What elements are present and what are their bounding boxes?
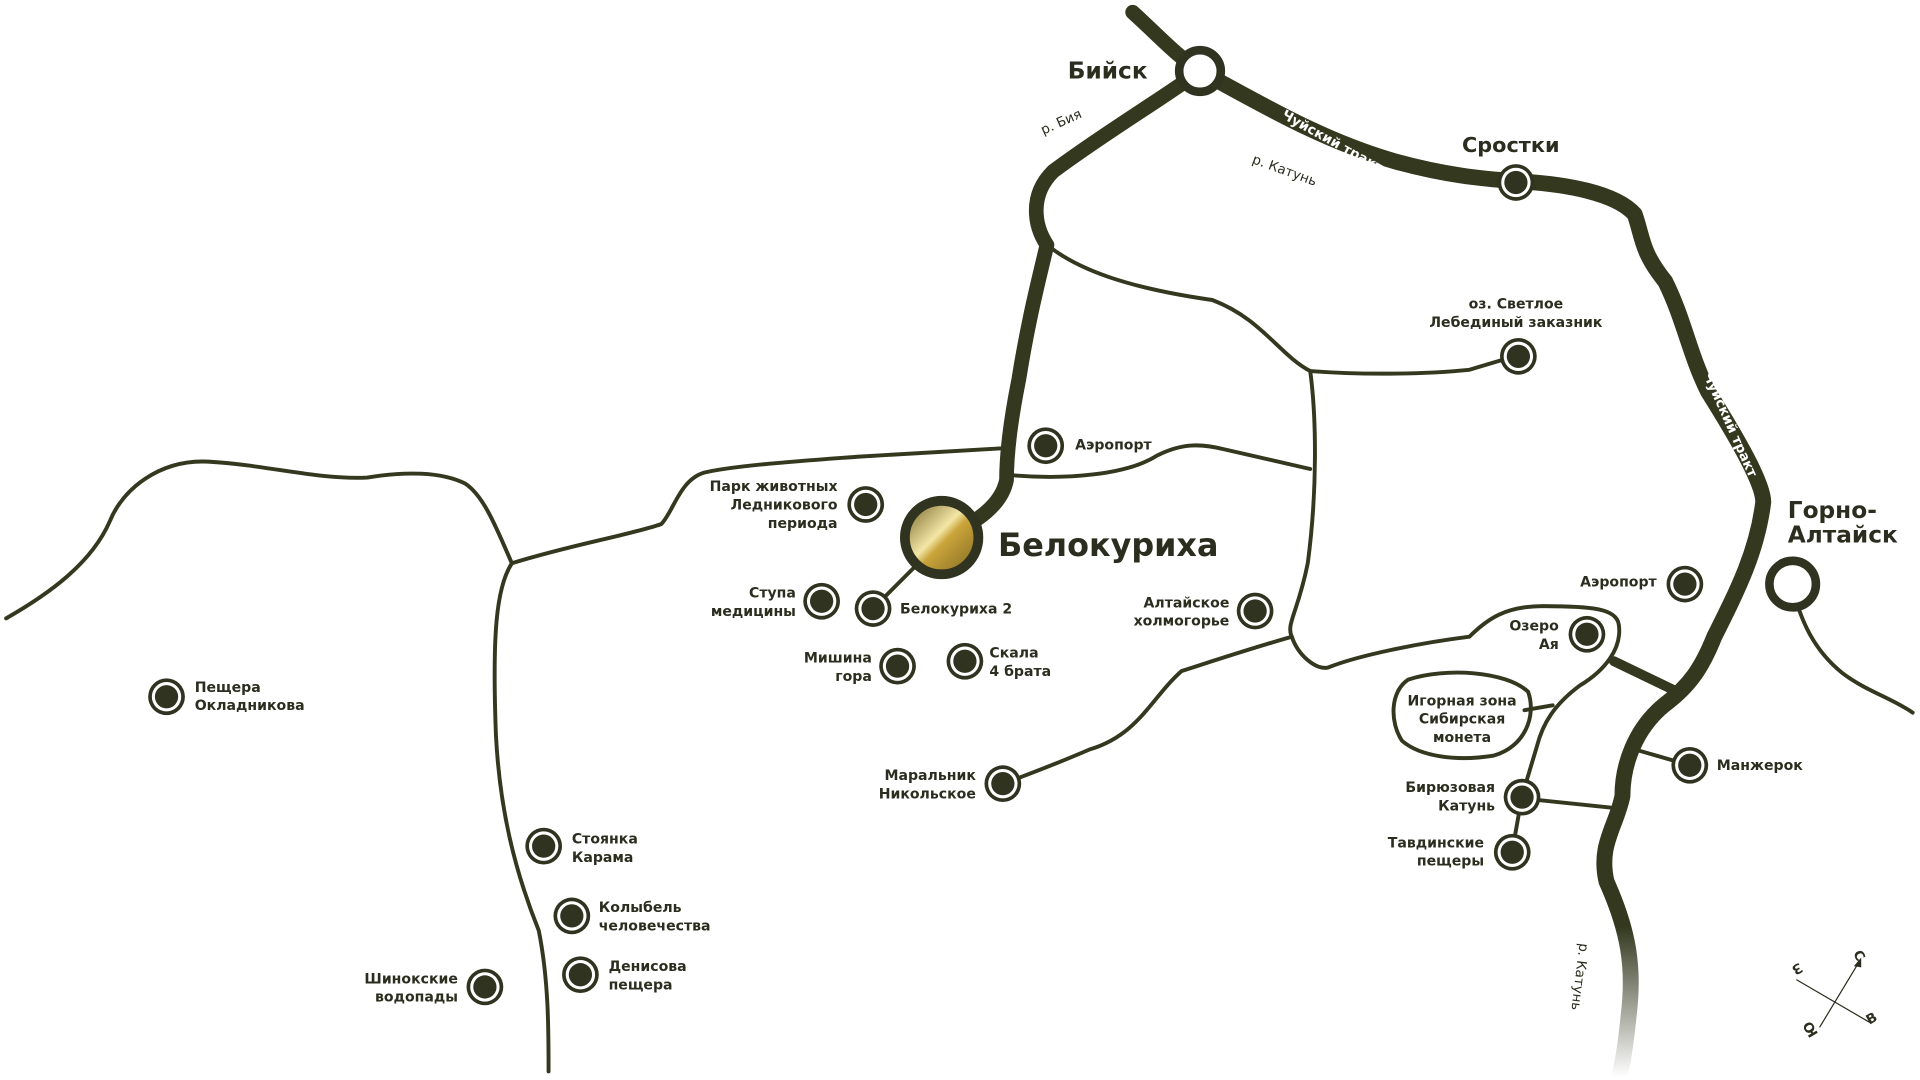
- poi-label: Аэропорт: [1075, 437, 1152, 453]
- poi-maralnik[interactable]: Маральник Никольское: [879, 765, 1022, 802]
- poi-label: Окладникова: [195, 698, 305, 714]
- poi-label: Никольское: [879, 786, 976, 802]
- road-chuysky-tract: [1192, 63, 1772, 1080]
- road-gorno-east: [1789, 582, 1915, 715]
- poi-kolybel[interactable]: Колыбель человечества: [553, 897, 711, 935]
- poi-label: Ая: [1539, 637, 1559, 653]
- poi-label: Лебединый заказник: [1429, 315, 1603, 331]
- poi-manzherok[interactable]: Манжерок: [1671, 746, 1804, 784]
- poi-label: Алтайское: [1144, 595, 1230, 611]
- poi-okladnikov[interactable]: Пещера Окладникова: [148, 678, 305, 716]
- compass: С В Ю З: [1789, 948, 1880, 1039]
- poi-airport-gorno[interactable]: Аэропорт: [1580, 565, 1704, 603]
- road-biysk-belokurikha: [935, 4, 1208, 547]
- poi-label: Скала: [989, 646, 1038, 662]
- poi-label: Стоянка: [572, 832, 638, 848]
- poi-casino[interactable]: Игорная зона Сибирская монета: [1407, 693, 1516, 746]
- poi-label: Катунь: [1438, 799, 1495, 815]
- poi-label: Игорная зона: [1407, 693, 1516, 709]
- road-south-denisova: [492, 561, 551, 1074]
- poi-svetloe[interactable]: оз. Светлое Лебединый заказник: [1429, 297, 1603, 375]
- poi-label: Шинокские: [364, 971, 458, 987]
- city-gorno-altaysk[interactable]: Горно- Алтайск: [1765, 497, 1898, 612]
- poi-label: Аэропорт: [1580, 575, 1657, 591]
- poi-label: Ступа: [749, 586, 796, 602]
- compass-e: В: [1864, 1010, 1880, 1028]
- road-label-chuysky-2: Чуйский тракт: [1700, 370, 1760, 480]
- poi-label: гора: [835, 669, 872, 685]
- poi-label: Белокуриха 2: [900, 601, 1012, 617]
- poi-label: Пещера: [195, 680, 261, 696]
- road-west: [4, 446, 1007, 621]
- poi-label: Колыбель: [599, 900, 682, 916]
- poi-label: Маральник: [884, 768, 976, 784]
- city-label-biysk: Бийск: [1068, 57, 1148, 84]
- poi-label: медицины: [711, 604, 796, 620]
- poi-label: человечества: [599, 919, 711, 935]
- poi-label: холмогорье: [1134, 614, 1230, 630]
- city-belokurikha[interactable]: Белокуриха: [900, 495, 1219, 580]
- poi-label: Денисова: [609, 959, 687, 975]
- city-label-srostki: Сростки: [1462, 133, 1560, 157]
- poi-ozero-aya[interactable]: Озеро Ая: [1509, 615, 1606, 653]
- road-ozero-aya: [1608, 656, 1685, 698]
- road-airport: [1008, 443, 1313, 479]
- city-label-belokurikha: Белокуриха: [998, 526, 1218, 564]
- casino-zone-outline: [1391, 670, 1533, 761]
- roads-minor: [4, 242, 1915, 1074]
- city-label-gorno-1: Горно-: [1788, 497, 1877, 524]
- poi-shinok[interactable]: Шинокские водопады: [364, 968, 504, 1006]
- poi-label: пещеры: [1417, 854, 1484, 870]
- poi-park[interactable]: Парк животных Ледникового периода: [710, 479, 885, 532]
- poi-biryuzovaya[interactable]: Бирюзовая Катунь: [1405, 778, 1541, 816]
- compass-s: Ю: [1801, 1018, 1822, 1039]
- poi-altai-hills[interactable]: Алтайское холмогорье: [1134, 592, 1274, 630]
- road-north-loop: [1044, 242, 1521, 376]
- poi-label: Бирюзовая: [1405, 780, 1495, 796]
- poi-label: Мишина: [804, 650, 872, 666]
- poi-label: оз. Светлое: [1469, 297, 1564, 313]
- road-central: [1288, 369, 1622, 853]
- road-maralnik: [1002, 634, 1294, 786]
- poi-karama[interactable]: Стоянка Карама: [525, 827, 638, 866]
- river-label-biya: р. Бия: [1039, 107, 1085, 138]
- poi-label: пещера: [609, 977, 673, 993]
- city-srostki[interactable]: Сростки: [1462, 133, 1560, 201]
- poi-label: Ледникового: [731, 497, 838, 513]
- poi-label: Парк животных: [710, 479, 838, 495]
- poi-label: Озеро: [1509, 619, 1559, 635]
- poi-skala[interactable]: Скала 4 брата: [946, 642, 1052, 680]
- poi-label: Карама: [572, 850, 634, 866]
- poi-label: монета: [1433, 730, 1491, 746]
- poi-mishina[interactable]: Мишина гора: [804, 647, 916, 685]
- road-casino: [1522, 703, 1555, 713]
- city-label-gorno-2: Алтайск: [1788, 521, 1898, 548]
- compass-w: З: [1789, 959, 1805, 977]
- poi-stupa[interactable]: Ступа медицины: [711, 582, 840, 620]
- poi-label: периода: [768, 516, 838, 532]
- river-label-katun-north: р. Катунь: [1250, 153, 1319, 190]
- poi-label: водопады: [375, 990, 458, 1006]
- poi-label: 4 брата: [989, 664, 1051, 680]
- poi-denisova[interactable]: Денисова пещера: [562, 956, 687, 993]
- poi-belokurikha2[interactable]: Белокуриха 2: [854, 590, 1013, 627]
- poi-tavdinskie[interactable]: Тавдинские пещеры: [1388, 833, 1531, 871]
- poi-label: Тавдинские: [1388, 835, 1484, 851]
- city-biysk[interactable]: Бийск: [1068, 45, 1226, 97]
- river-label-katun-south: р. Катунь: [1567, 942, 1590, 1011]
- compass-arrow-icon: [1853, 957, 1862, 968]
- poi-label: Манжерок: [1717, 758, 1804, 774]
- poi-label: Сибирская: [1419, 712, 1505, 728]
- poi-airport-belokurikha[interactable]: Аэропорт: [1027, 427, 1153, 465]
